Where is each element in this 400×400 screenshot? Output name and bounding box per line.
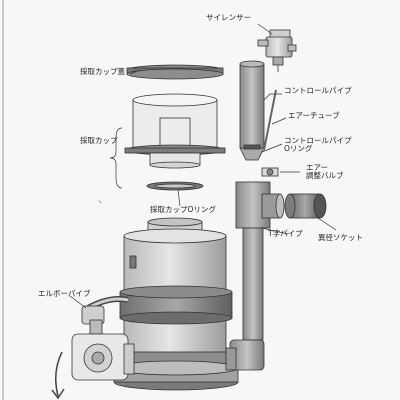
label-elbow-pipe: エルボーパイプ	[38, 289, 91, 298]
label-reducer-socket: 異径ソケット	[318, 233, 363, 242]
label-control-pipe: コントロールパイプ	[284, 86, 352, 95]
label-air-tube: エアーチューブ	[288, 111, 340, 120]
label-t-pipe: T字パイプ	[268, 229, 303, 238]
label-cup-oring: 採取カップOリング	[150, 205, 216, 214]
leader-lines	[69, 23, 337, 309]
cup-oring-part	[146, 181, 204, 191]
label-collection-cup: 採取カップ	[80, 136, 118, 145]
label-control-pipe-oring-line2: Oリング	[284, 144, 313, 154]
label-air-valve-line1: エアー	[306, 163, 329, 172]
stray-mark: ↘	[97, 198, 102, 205]
cup-lid-part	[126, 64, 224, 80]
flow-arrow	[55, 351, 63, 397]
bottom-elbow-part	[225, 339, 265, 371]
collection-cup-part	[124, 93, 226, 169]
label-cup-lid: 採取カップ蓋	[80, 67, 125, 76]
control-pipe-part	[239, 60, 265, 161]
air-tube-part	[263, 89, 277, 151]
label-control-pipe-oring: コントロールパイプ Oリング	[284, 136, 352, 154]
label-silencer: サイレンサー	[206, 13, 251, 22]
t-pipe-part	[235, 181, 285, 341]
silencer-part	[257, 29, 297, 72]
pump-part	[71, 333, 135, 381]
skimmer-body-part	[113, 217, 239, 391]
label-control-pipe-oring-line1: コントロールパイプ	[284, 136, 352, 145]
label-air-valve: エアー 調整バルブ	[306, 163, 344, 181]
reducer-socket-part	[284, 193, 327, 219]
elbow-pipe-part	[81, 296, 129, 335]
air-valve-part	[261, 167, 279, 177]
label-air-valve-line2: 調整バルブ	[306, 171, 344, 181]
